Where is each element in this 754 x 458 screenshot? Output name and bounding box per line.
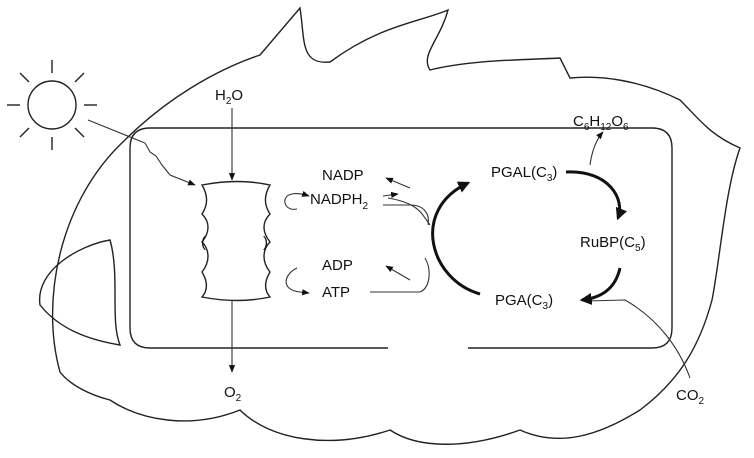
atp-label: ATP (322, 284, 350, 301)
pga-to-pgal-arc (431, 181, 481, 296)
leaf-outline (51, 6, 741, 445)
nadp-to-nadph2-arrow (284, 190, 310, 210)
atp-consume-line (370, 257, 430, 293)
glucose-arrow (589, 131, 604, 166)
glucose-label: C6H12O6 (573, 113, 629, 133)
nadp-return-arrow (385, 177, 411, 189)
thylakoid-stack (200, 180, 272, 302)
sun-icon (7, 60, 97, 150)
adp-return-arrow (385, 265, 411, 281)
co2-label: CO2 (676, 387, 705, 407)
thylakoid-open-paren: ( (201, 234, 206, 251)
chloroplast-outline (129, 127, 673, 349)
co2-arrow (584, 297, 691, 379)
nadp-label: NADP (322, 167, 364, 184)
nadph2-consume-line (383, 204, 429, 226)
nadph2-to-nadp-arrow (382, 194, 431, 226)
light-ray-arrow (87, 119, 196, 186)
water-label: H2O (215, 87, 243, 107)
adp-to-atp-arrow (285, 267, 310, 296)
rubp-to-pga-arc (579, 267, 622, 305)
pgal-label: PGAL(C3) (491, 164, 557, 184)
leaf-lower-outline (39, 239, 122, 346)
rubp-label: RuBP(C5) (580, 234, 646, 254)
thylakoid-close-paren: ) (263, 234, 268, 251)
nadph2-label: NADPH2 (310, 191, 369, 212)
oxygen-label: O2 (224, 384, 242, 404)
pgal-to-rubp-arc (565, 170, 628, 221)
pga-label: PGA(C3) (495, 292, 553, 312)
adp-label: ADP (322, 257, 353, 274)
